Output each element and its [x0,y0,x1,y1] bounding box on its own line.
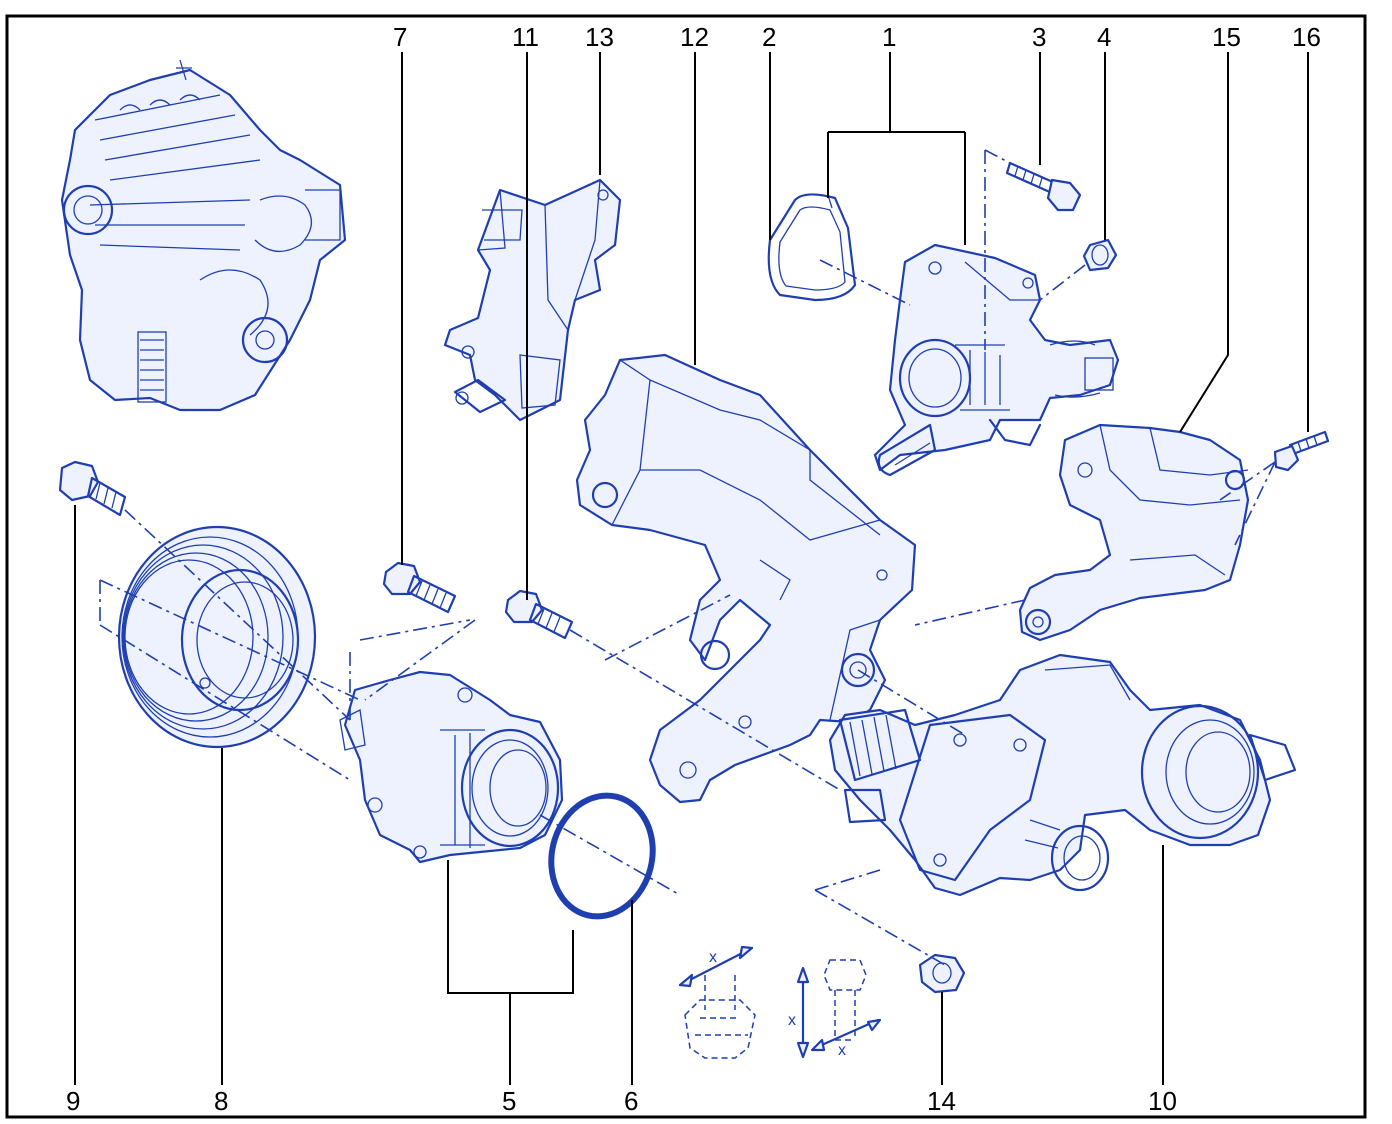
callout-9: 9 [66,1086,80,1116]
callout-6: 6 [624,1086,638,1116]
callout-13: 13 [585,22,614,52]
callout-8: 8 [214,1086,228,1116]
callout-11: 11 [512,22,539,52]
callout-1: 1 [882,22,896,52]
engine-overview-illustration [60,59,347,412]
part-14-nut [918,953,966,994]
part-12-engine-mounting-bracket [575,353,917,804]
assembly-center-lines [99,149,1276,966]
part-9-bolt [58,460,127,517]
part-10-coolant-outlet-housing [828,653,1297,897]
bolt-length-x-label: x [788,1012,796,1029]
callout-10: 10 [1148,1086,1177,1116]
bolt-angle-x-label: x [838,1042,846,1059]
callout-5: 5 [502,1086,516,1116]
callout-3: 3 [1032,22,1046,52]
callout-15: 15 [1212,22,1241,52]
callout-14: 14 [927,1086,956,1116]
part-8-pulley [117,525,317,749]
diagram-frame [5,14,1367,1119]
part-7-bolt [382,561,457,614]
part-3-bolt [1005,161,1082,212]
callout-7: 7 [393,22,407,52]
part-2-gasket [767,193,857,302]
torque-symbol-nut-angle: x [678,945,756,1059]
callout-16: 16 [1292,22,1321,52]
part-15-support-bracket [1018,423,1250,642]
part-11-bolt [504,589,574,640]
callout-leader-lines [74,52,1309,1085]
part-16-bolt [1273,430,1330,472]
torque-symbol-bolt-length-angle: x x [788,959,882,1059]
nut-angle-x-label: x [709,949,717,966]
part-4-nut [1082,238,1118,272]
part-5-water-pump [339,670,564,864]
callout-4: 4 [1097,22,1111,52]
callout-12: 12 [680,22,709,52]
callout-2: 2 [762,22,776,52]
part-13-heat-shield-bracket [443,178,622,422]
part-6-o-ring [548,792,656,920]
callout-numbers: 7 11 13 12 2 1 3 4 15 16 9 8 5 6 14 10 [66,22,1321,1116]
